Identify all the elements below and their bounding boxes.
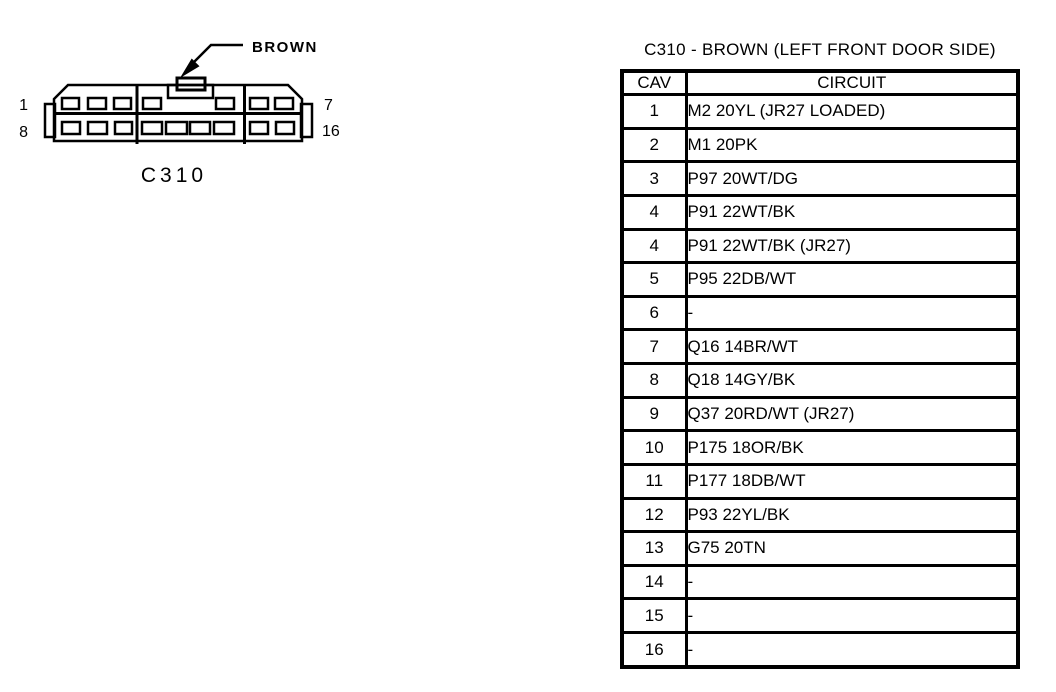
pinout-table-title: C310 - BROWN (LEFT FRONT DOOR SIDE) xyxy=(644,40,996,59)
cav-cell: 12 xyxy=(620,496,688,534)
cav-cell: 6 xyxy=(620,294,688,332)
pinout-table-body: 1 M2 20YL (JR27 LOADED) 2 M1 20PK 3 P97 … xyxy=(620,93,1020,669)
cav-cell: 14 xyxy=(620,563,688,601)
pinout-row: 8 Q18 14GY/BK xyxy=(620,362,1020,399)
pinout-row: 1 M2 20YL (JR27 LOADED) xyxy=(620,93,1020,130)
connector-diagram: BROWN 1 8 7 16 C310 xyxy=(19,39,340,187)
pin-slots-top-row xyxy=(60,96,295,111)
circuit-cell: - xyxy=(684,597,1020,634)
circuit-cell: P177 18DB/WT xyxy=(684,462,1020,500)
pinout-row: 5 P95 22DB/WT xyxy=(620,261,1020,298)
cav-cell: 4 xyxy=(620,193,688,231)
pin-number-top-left: 1 xyxy=(19,97,28,114)
pin-slot xyxy=(60,96,81,111)
cav-cell: 3 xyxy=(620,160,688,197)
pin-slot xyxy=(141,96,163,111)
callout-arrowhead-icon xyxy=(180,58,200,78)
connector-color-callout: BROWN xyxy=(252,39,318,56)
connector-body-outline xyxy=(52,83,304,143)
pin-slots-bottom-row xyxy=(60,120,296,136)
cav-cell: 13 xyxy=(620,530,688,567)
pinout-row: 9 Q37 20RD/WT (JR27) xyxy=(620,395,1020,433)
pin-slot xyxy=(86,96,108,111)
connector-latch-housing xyxy=(166,83,215,100)
cav-cell: 16 xyxy=(620,631,688,669)
circuit-cell: P175 18OR/BK xyxy=(684,429,1020,466)
pin-slot xyxy=(248,96,270,111)
pin-slot xyxy=(188,120,212,136)
pin-slot xyxy=(214,96,236,111)
cav-cell: 10 xyxy=(620,429,688,466)
circuit-cell: - xyxy=(684,631,1020,669)
cav-cell: 15 xyxy=(620,597,688,634)
pinout-row: 14 - xyxy=(620,563,1020,601)
pin-number-bottom-right: 16 xyxy=(322,123,340,140)
pinout-row: 15 - xyxy=(620,597,1020,634)
pinout-row: 12 P93 22YL/BK xyxy=(620,496,1020,534)
circuit-cell: G75 20TN xyxy=(684,530,1020,567)
cav-cell: 11 xyxy=(620,462,688,500)
circuit-cell: Q18 14GY/BK xyxy=(684,362,1020,399)
pinout-row: 16 - xyxy=(620,631,1020,669)
pin-slot xyxy=(60,120,82,136)
circuit-cell: P95 22DB/WT xyxy=(684,261,1020,298)
cav-cell: 9 xyxy=(620,395,688,433)
connector-left-tab xyxy=(43,102,57,139)
pin-slot xyxy=(164,120,189,136)
pin-slot xyxy=(248,120,270,136)
pinout-row: 2 M1 20PK xyxy=(620,126,1020,164)
pin-slot xyxy=(273,96,295,111)
pinout-row: 6 - xyxy=(620,294,1020,332)
pin-number-bottom-left: 8 xyxy=(19,124,28,141)
connector-name-label: C310 xyxy=(141,164,207,187)
circuit-cell: M1 20PK xyxy=(684,126,1020,164)
connector-right-tab xyxy=(299,102,314,139)
pin-slot xyxy=(274,120,296,136)
cav-cell: 8 xyxy=(620,362,688,399)
circuit-cell: P97 20WT/DG xyxy=(684,160,1020,197)
circuit-column-header: CIRCUIT xyxy=(684,69,1020,96)
circuit-cell: P93 22YL/BK xyxy=(684,496,1020,534)
circuit-cell: - xyxy=(684,563,1020,601)
connector-latch-tab xyxy=(175,76,207,92)
pin-slot xyxy=(212,120,236,136)
circuit-cell: M2 20YL (JR27 LOADED) xyxy=(684,93,1020,130)
pin-slot xyxy=(112,96,133,111)
pinout-table-section: C310 - BROWN (LEFT FRONT DOOR SIDE) CAV … xyxy=(620,40,1020,669)
pinout-row: 11 P177 18DB/WT xyxy=(620,462,1020,500)
pinout-row: 4 P91 22WT/BK xyxy=(620,193,1020,231)
pinout-header-row: CAV CIRCUIT xyxy=(620,69,1020,96)
pinout-row: 7 Q16 14BR/WT xyxy=(620,328,1020,365)
circuit-cell: - xyxy=(684,294,1020,332)
pin-slot xyxy=(140,120,164,136)
cav-cell: 4 xyxy=(620,227,688,265)
circuit-cell: Q37 20RD/WT (JR27) xyxy=(684,395,1020,433)
callout-leader-line xyxy=(192,43,243,64)
cav-column-header: CAV xyxy=(620,69,688,96)
pinout-row: 4 P91 22WT/BK (JR27) xyxy=(620,227,1020,265)
cav-cell: 1 xyxy=(620,93,688,130)
cav-cell: 7 xyxy=(620,328,688,365)
circuit-cell: P91 22WT/BK xyxy=(684,193,1020,231)
circuit-cell: P91 22WT/BK (JR27) xyxy=(684,227,1020,265)
cav-cell: 2 xyxy=(620,126,688,164)
circuit-cell: Q16 14BR/WT xyxy=(684,328,1020,365)
pin-slot xyxy=(113,120,134,136)
cav-cell: 5 xyxy=(620,261,688,298)
pin-number-top-right: 7 xyxy=(324,97,333,114)
pinout-row: 10 P175 18OR/BK xyxy=(620,429,1020,466)
pinout-row: 13 G75 20TN xyxy=(620,530,1020,567)
pin-slot xyxy=(86,120,109,136)
pinout-table: CAV CIRCUIT 1 M2 20YL (JR27 LOADED) 2 M1… xyxy=(620,69,1020,669)
pinout-row: 3 P97 20WT/DG xyxy=(620,160,1020,197)
